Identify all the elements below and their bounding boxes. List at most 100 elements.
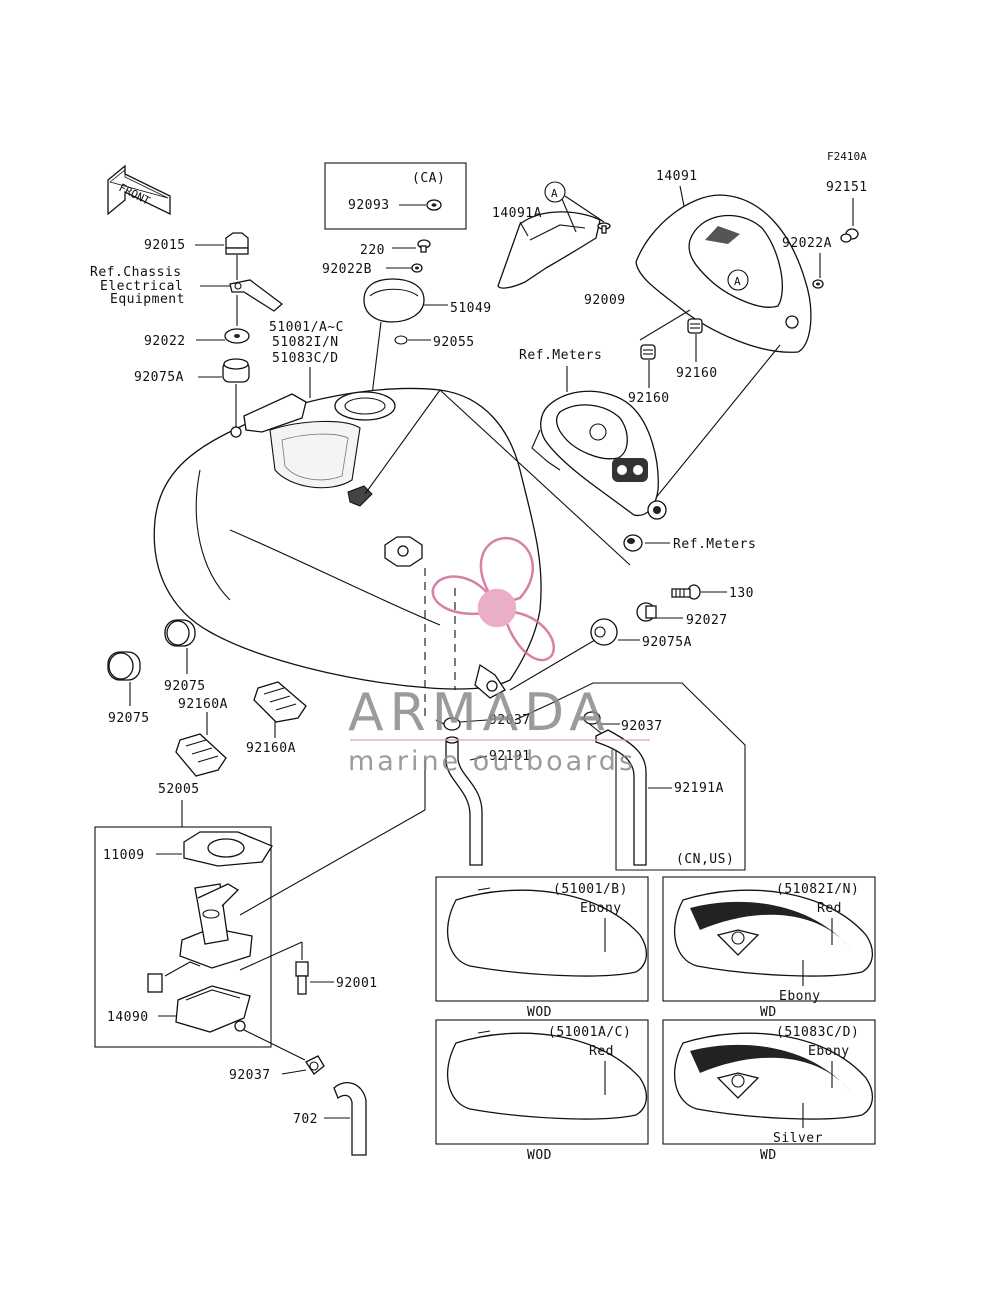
callout-92160-a: 92160 [628, 391, 670, 406]
ref-chassis-line1: Ref.Chassis [90, 265, 182, 280]
variant-box-3: (51001A/C) Red WOD [435, 1019, 649, 1163]
callout-92022: 92022 [144, 334, 186, 349]
callout-92037-c: 92037 [229, 1068, 271, 1083]
callout-92075-a: 92075 [164, 679, 206, 694]
variant-box-1: (51001/B) Ebony WOD [435, 876, 649, 1020]
variant-3-caption: WOD [527, 1148, 552, 1163]
variant-2-color2: Ebony [779, 989, 821, 1004]
collar-92027-icon [636, 602, 657, 622]
callout-92009: 92009 [584, 293, 626, 308]
callout-92093: 92093 [348, 198, 390, 213]
callout-92191: 92191 [489, 749, 531, 764]
callout-14091A: 14091A [492, 206, 542, 221]
ref-a-label-1: A [551, 187, 558, 200]
screw-220-icon [417, 239, 431, 253]
grommet-92160A-a-icon [175, 733, 227, 777]
rubber-92075-b-icon [107, 651, 141, 681]
ref-chassis-line3: Equipment [110, 292, 185, 307]
callout-11009: 11009 [103, 848, 145, 863]
callout-92022A: 92022A [782, 236, 832, 251]
callout-14090: 14090 [107, 1010, 149, 1025]
gasket-11009-icon [183, 831, 273, 867]
front-arrow-icon: FRONT [107, 164, 171, 216]
clamp-92037-c-icon [305, 1055, 325, 1075]
rubber-92075A-top-icon [222, 358, 250, 383]
watermark-tagline: marine outboards [348, 746, 636, 777]
cover-14091A-icon [497, 211, 601, 289]
hose-702-icon [333, 1082, 367, 1156]
variant-1-color: Ebony [580, 901, 622, 916]
washer-92022-icon [224, 328, 250, 344]
variant-1-code: (51001/B) [553, 882, 628, 897]
callout-52005: 52005 [158, 782, 200, 797]
variant-4-color1: Ebony [808, 1044, 850, 1059]
variant-4-caption: WD [760, 1148, 777, 1163]
diagram-code: F2410A [827, 150, 867, 163]
ref-meters-bottom: Ref.Meters [673, 537, 756, 552]
bolt-130-icon [671, 584, 701, 600]
callout-702: 702 [293, 1112, 318, 1127]
variant-box-2: (51082I/N) Red Ebony WD [662, 876, 876, 1020]
rubber-92075-a-icon [164, 619, 196, 647]
propeller-logo-icon [431, 536, 555, 662]
callout-92027: 92027 [686, 613, 728, 628]
callout-92037-a: 92037 [489, 713, 531, 728]
bracket-icon [229, 279, 284, 312]
screw-92009-icon [597, 222, 611, 234]
clamp-92037-a-icon [435, 717, 461, 731]
fitting-92001-icon [295, 961, 309, 995]
variant-2-caption: WD [760, 1005, 777, 1020]
grommet-92160A-b-icon [253, 681, 307, 723]
callout-92191A: 92191A [674, 781, 724, 796]
bolt-92015-icon [225, 232, 249, 255]
callout-tank-3: 51083C/D [272, 351, 339, 366]
watermark-logo: ARMADA marine outboards [348, 536, 650, 777]
meter-cover-14091-icon: A [635, 194, 812, 353]
ca-box [324, 162, 467, 230]
callout-92001: 92001 [336, 976, 378, 991]
callout-92075A-top: 92075A [134, 370, 184, 385]
callout-220: 220 [360, 243, 385, 258]
oring-92055-icon [394, 335, 408, 345]
ref-a-label-2: A [734, 275, 741, 288]
callout-92075A-mid: 92075A [642, 635, 692, 650]
variant-2-color1: Red [817, 901, 842, 916]
variant-2-code: (51082I/N) [776, 882, 859, 897]
ref-meters-top: Ref.Meters [519, 348, 602, 363]
rubber-92075A-mid-icon [590, 618, 618, 646]
cap-92151-icon [840, 228, 859, 243]
callout-92037-b: 92037 [621, 719, 663, 734]
watermark-brand: ARMADA [348, 683, 611, 743]
ref-a-circle-1 [544, 181, 566, 203]
assembly-52005-box [94, 826, 272, 1048]
filter-cup-14090-icon [175, 985, 251, 1033]
callout-92160A-b: 92160A [246, 741, 296, 756]
variant-1-caption: WOD [527, 1005, 552, 1020]
callout-92055: 92055 [433, 335, 475, 350]
callout-92151: 92151 [826, 180, 868, 195]
speedometer-icon [531, 390, 667, 520]
cn-us-box [514, 682, 746, 871]
nut-92093-icon [426, 199, 442, 211]
callout-92022B: 92022B [322, 262, 372, 277]
grommet-92160-b-icon [687, 318, 703, 334]
clamp-92037-b-icon [583, 711, 601, 725]
callout-51049: 51049 [450, 301, 492, 316]
callout-92015: 92015 [144, 238, 186, 253]
grommet-92160-a-icon [640, 344, 656, 360]
variant-4-code: (51083C/D) [776, 1025, 859, 1040]
callout-tank-1: 51001/A~C [269, 320, 344, 335]
washer-92022B-icon [411, 263, 423, 273]
fuel-tank-icon [153, 387, 542, 699]
callout-14091: 14091 [656, 169, 698, 184]
variant-3-color: Red [589, 1044, 614, 1059]
ref-chassis-line2: Electrical [100, 279, 183, 294]
callout-92160A-a: 92160A [178, 697, 228, 712]
callout-92160-b: 92160 [676, 366, 718, 381]
callout-130: 130 [729, 586, 754, 601]
cn-us-tag: (CN,US) [676, 852, 734, 867]
callout-tank-2: 51082I/N [272, 335, 339, 350]
sensor-wire-icon [147, 961, 201, 993]
ca-tag: (CA) [412, 171, 445, 186]
